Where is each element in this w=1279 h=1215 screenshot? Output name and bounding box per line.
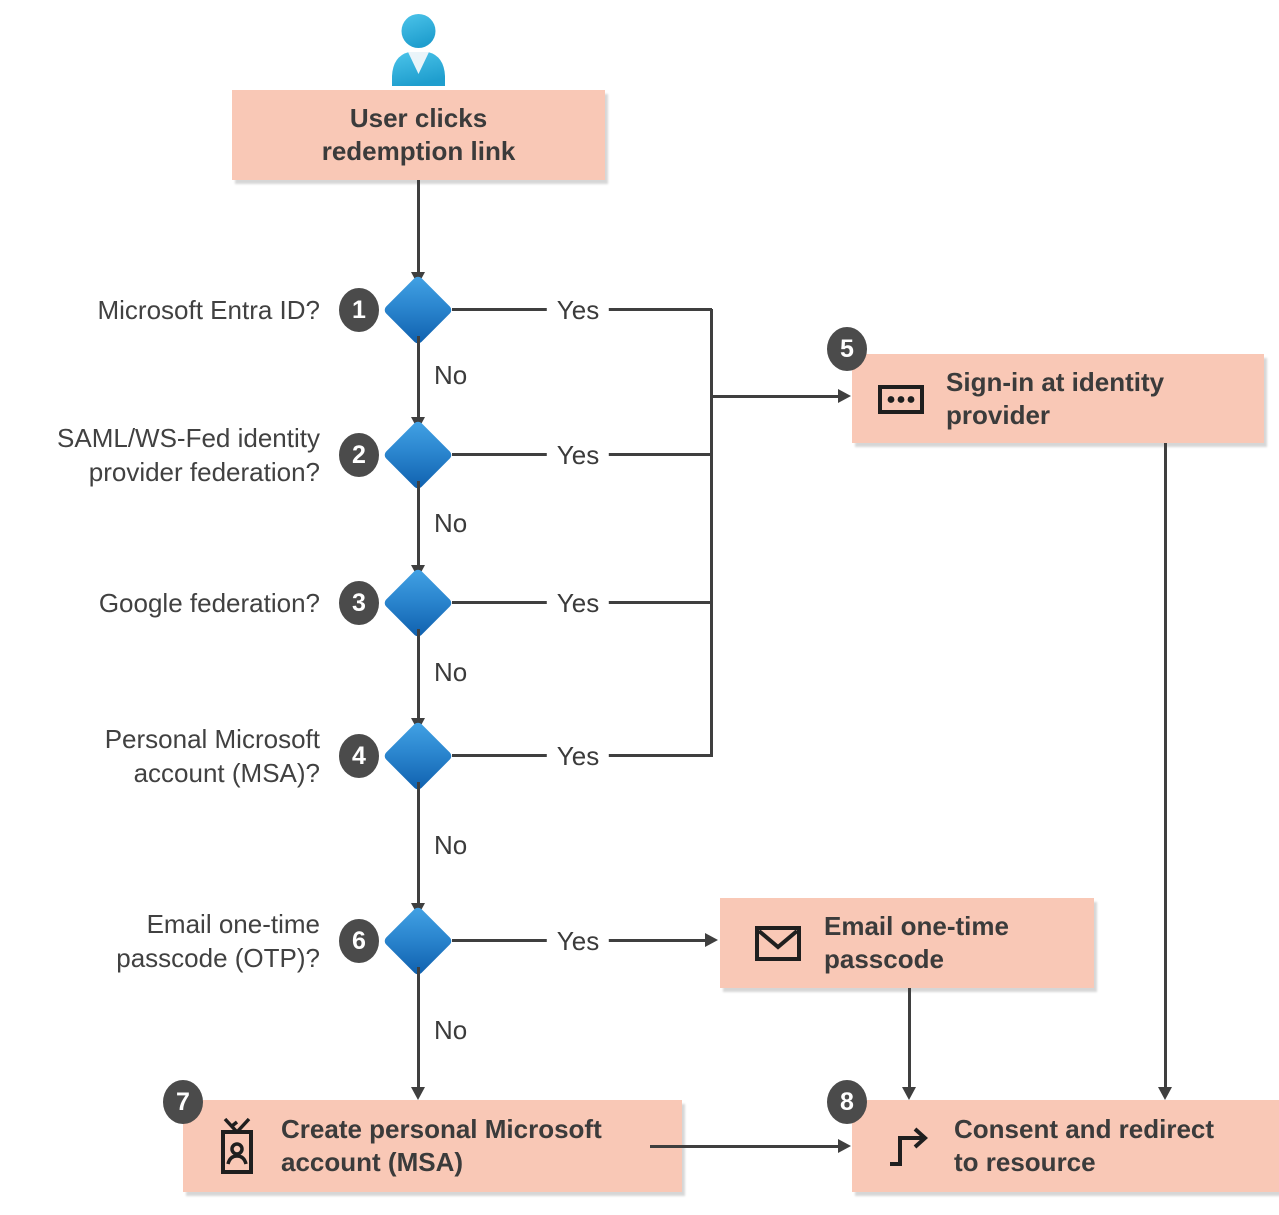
signin-box: Sign-in at identity provider bbox=[852, 354, 1264, 443]
yes-collector-line bbox=[710, 309, 713, 757]
create-msa-box-badge: 7 bbox=[163, 1080, 203, 1124]
consent-box-label: Consent and redirect to resource bbox=[954, 1114, 1215, 1177]
decision-6-badge: 6 bbox=[339, 919, 379, 963]
connector-start-d1 bbox=[417, 180, 420, 273]
decision-6-label: Email one-time passcode (OTP)? bbox=[116, 909, 320, 973]
decision-2-badge: 2 bbox=[339, 433, 379, 477]
create-msa-box: Create personal Microsoft account (MSA) bbox=[183, 1100, 682, 1192]
yes-label-1: Yes bbox=[546, 293, 610, 327]
signin-box-label: Sign-in at identity provider bbox=[946, 366, 1165, 430]
consent-box: Consent and redirect to resource bbox=[852, 1100, 1279, 1192]
no-label-6: No bbox=[434, 1015, 468, 1045]
decision-2-label: SAML/WS-Fed identity provider federation… bbox=[57, 423, 320, 487]
decision-1-diamond bbox=[382, 274, 454, 346]
no-label-1: No bbox=[434, 360, 468, 390]
decision-6-diamond bbox=[382, 905, 454, 977]
connector-collector-signin bbox=[710, 395, 838, 398]
email-otp-box-label: Email one-time passcode bbox=[824, 911, 1009, 974]
consent-box-badge: 8 bbox=[827, 1080, 867, 1124]
no-line-1 bbox=[417, 336, 420, 418]
connector-msa-consent bbox=[650, 1145, 838, 1148]
email-icon bbox=[755, 925, 801, 961]
arrowhead-signin bbox=[838, 389, 851, 403]
create-msa-box-label: Create personal Microsoft account (MSA) bbox=[281, 1114, 602, 1177]
arrowhead-signin-consent bbox=[1158, 1087, 1172, 1100]
signin-box-badge: 5 bbox=[827, 327, 867, 371]
person-icon bbox=[392, 14, 445, 86]
password-icon bbox=[878, 384, 924, 414]
no-label-3: No bbox=[434, 657, 468, 687]
yes-label-6: Yes bbox=[546, 924, 610, 958]
decision-3-diamond bbox=[382, 567, 454, 639]
arrowhead-no-6 bbox=[411, 1087, 425, 1100]
decision-2-diamond bbox=[382, 419, 454, 491]
id-badge-icon bbox=[221, 1117, 253, 1174]
decision-1-label: Microsoft Entra ID? bbox=[97, 295, 320, 325]
arrowhead-otp-consent bbox=[902, 1087, 916, 1100]
yes-label-4: Yes bbox=[546, 739, 610, 773]
email-otp-box: Email one-time passcode bbox=[720, 898, 1094, 988]
start-box-label: User clicks redemption link bbox=[321, 103, 516, 166]
no-line-6 bbox=[417, 967, 420, 1087]
no-label-2: No bbox=[434, 508, 468, 538]
arrowhead-yes-6 bbox=[705, 933, 718, 947]
yes-label-3: Yes bbox=[546, 586, 610, 620]
decision-4-diamond bbox=[382, 720, 454, 792]
decision-4-badge: 4 bbox=[339, 734, 379, 778]
decision-3-label: Google federation? bbox=[98, 588, 320, 618]
connector-otp-consent bbox=[908, 988, 911, 1087]
no-label-4: No bbox=[434, 830, 468, 860]
start-box: User clicks redemption link bbox=[232, 90, 605, 180]
connector-signin-consent bbox=[1164, 443, 1167, 1087]
no-line-3 bbox=[417, 629, 420, 718]
no-line-4 bbox=[417, 782, 420, 903]
arrowhead-msa-consent bbox=[838, 1139, 851, 1153]
decision-1-badge: 1 bbox=[339, 288, 379, 332]
decision-3-badge: 3 bbox=[339, 581, 379, 625]
redirect-icon bbox=[890, 1127, 928, 1166]
decision-4-label: Personal Microsoft account (MSA)? bbox=[104, 724, 320, 788]
yes-label-2: Yes bbox=[546, 438, 610, 472]
no-line-2 bbox=[417, 481, 420, 565]
